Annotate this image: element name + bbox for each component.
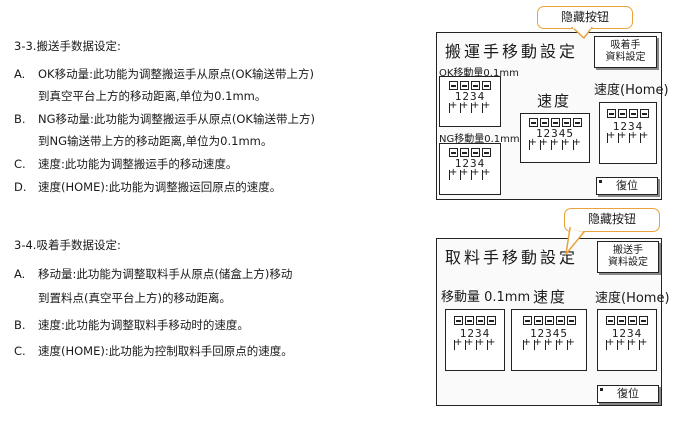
ng-move-label: NG移動量0.1mm xyxy=(439,134,520,145)
move-amount-label: 移動量 0.1mm xyxy=(441,290,531,305)
digit-plus-row xyxy=(598,337,656,350)
digit-plus-row xyxy=(440,167,500,180)
button-label-line1: 吸着手 xyxy=(610,40,641,51)
digit-plus-row xyxy=(446,337,504,350)
item-text: OK移动量:此功能为调整搬运手从原点(OK输送带上方) xyxy=(38,67,315,81)
digit-dash-row xyxy=(512,316,586,325)
ok-move-digit-input[interactable]: 1234 xyxy=(439,76,501,127)
item-marker: D. xyxy=(14,180,27,194)
button-label-line2: 資料設定 xyxy=(608,257,648,268)
item-text: 移动量:此功能为调整取料手从原点(储盒上方)移动 xyxy=(38,267,293,281)
digit-dash-row xyxy=(446,316,504,325)
item-text: 速度(HOME):此功能为控制取料手回原点的速度。 xyxy=(38,344,293,358)
item-marker: B. xyxy=(14,318,26,332)
item-text: 速度:此功能为调整取料手移动时的速度。 xyxy=(38,318,249,332)
item-marker: B. xyxy=(14,112,26,126)
hidden-button-callout-top: 隐藏按钮 xyxy=(537,6,633,29)
list-item: A. OK移动量:此功能为调整搬运手从原点(OK输送带上方) xyxy=(14,66,314,82)
ok-move-label: OK移動量0.1mm xyxy=(439,68,519,79)
home-speed-digit-input[interactable]: 1234 xyxy=(599,102,657,164)
hmi-panel-transfer-hand: 搬運手移動設定 吸着手 資料設定 OK移動量0.1mm 1234 NG移動量0.… xyxy=(436,32,669,200)
speed-label: 速度 xyxy=(533,288,568,306)
item-marker: C. xyxy=(14,157,26,171)
reset-button[interactable]: 復位 xyxy=(597,385,659,403)
button-label-line1: 搬送手 xyxy=(613,245,643,256)
list-item: C. 速度:此功能为调整搬运手的移动速度。 xyxy=(14,156,237,172)
panel-title: 搬運手移動設定 xyxy=(445,42,579,61)
digit-dash-row xyxy=(440,81,500,90)
list-item: A. 移动量:此功能为调整取料手从原点(储盒上方)移动 xyxy=(14,266,292,282)
item-text-cont: 到NG输送带上方的移动距离,单位为0.1mm。 xyxy=(38,134,273,148)
item-text: 速度:此功能为调整搬运手的移动速度。 xyxy=(38,157,238,171)
list-item: B. 速度:此功能为调整取料手移动时的速度。 xyxy=(14,317,249,333)
item-text: NG移动量:此功能为调整搬运手从原点(OK输送带上方) xyxy=(38,112,315,126)
list-item: B. NG移动量:此功能为调整搬运手从原点(OK输送带上方) xyxy=(14,111,315,127)
button-label-line2: 資料設定 xyxy=(605,52,646,63)
digit-dash-row xyxy=(600,109,656,118)
list-item: D. 速度(HOME):此功能为调整搬运回原点的速度。 xyxy=(14,179,281,195)
transfer-hand-settings-button[interactable]: 搬送手 資料設定 xyxy=(597,241,659,273)
item-text-cont: 到置料点(真空平台上方)的移动距离。 xyxy=(38,291,231,305)
panel-title: 取料手移動設定 xyxy=(445,248,579,267)
item-text-cont: 到真空平台上方的移动距离,单位为0.1mm。 xyxy=(38,89,267,103)
reset-button[interactable]: 復位 xyxy=(596,177,658,195)
item-text: 速度(HOME):此功能为调整搬运回原点的速度。 xyxy=(38,180,282,194)
section-3-3: 3-3.搬送手数据设定: A. OK移动量:此功能为调整搬运手从原点(OK输送带上… xyxy=(0,0,420,200)
digit-plus-row xyxy=(521,137,589,150)
item-marker: A. xyxy=(14,67,26,81)
list-item: C. 速度(HOME):此功能为控制取料手回原点的速度。 xyxy=(14,343,293,359)
callout-pointer xyxy=(570,27,593,39)
hidden-button-callout-bottom: 隐藏按钮 xyxy=(564,208,660,232)
speed-label: 速度 xyxy=(537,92,572,110)
section-heading: 3-4.吸着手数据设定: xyxy=(14,238,121,252)
callout-pointer xyxy=(564,227,586,257)
section-3-4: 3-4.吸着手数据设定: A.移动量:此功能为调整取料手从原点(储盒上方)移动 … xyxy=(14,238,293,359)
speed-digit-input[interactable]: 12345 xyxy=(511,309,587,371)
digit-plus-row xyxy=(440,100,500,113)
digit-plus-row xyxy=(512,337,586,350)
hmi-panel-pick-hand: 取料手移動設定 搬送手 資料設定 移動量 0.1mm 1234 速度 12345… xyxy=(436,238,670,406)
section-heading: 3-3.搬送手数据设定: xyxy=(14,39,121,53)
digit-dash-row xyxy=(440,148,500,157)
home-speed-label: 速度(Home) xyxy=(594,83,669,98)
digit-plus-row xyxy=(600,130,656,143)
digit-dash-row xyxy=(598,316,656,325)
suction-hand-settings-button[interactable]: 吸着手 資料設定 xyxy=(594,36,657,68)
ng-move-digit-input[interactable]: 1234 xyxy=(439,143,501,195)
home-speed-digit-input[interactable]: 1234 xyxy=(597,309,657,371)
item-marker: A. xyxy=(14,267,26,281)
move-digit-input[interactable]: 1234 xyxy=(445,309,505,371)
speed-digit-input[interactable]: 12345 xyxy=(520,113,590,163)
item-marker: C. xyxy=(14,344,26,358)
home-speed-label: 速度(Home) xyxy=(595,291,670,306)
digit-dash-row xyxy=(521,118,589,127)
